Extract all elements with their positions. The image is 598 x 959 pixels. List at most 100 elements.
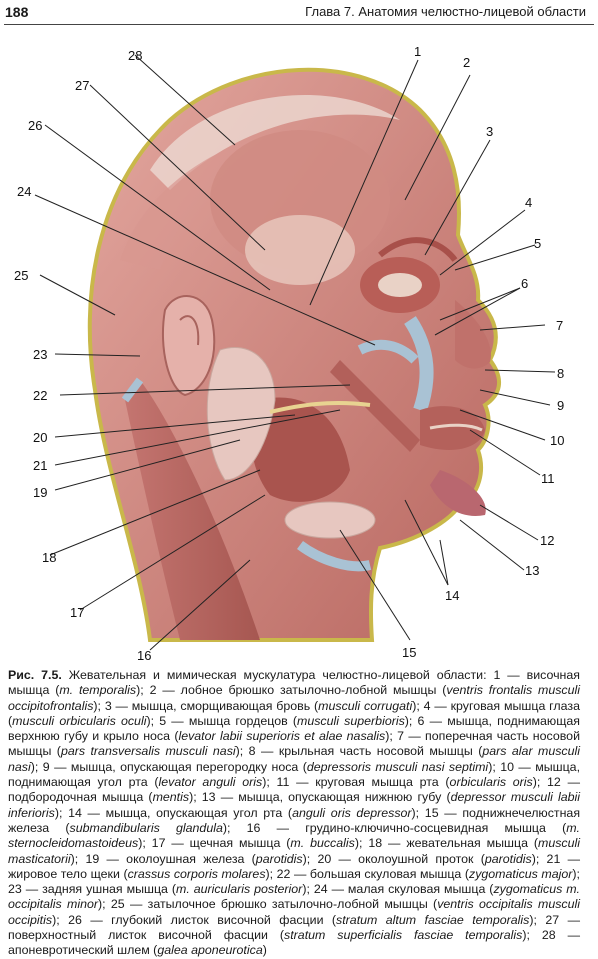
- caption-item: 22 — большая скуловая мышца (zygomaticus…: [276, 866, 580, 881]
- caption-item-ru: — мышца, поднимающая угол рта (: [8, 759, 581, 790]
- submandibular-gland: [284, 501, 376, 539]
- caption-item-latin: crassus corporis molares: [127, 866, 266, 881]
- caption-item-number: 12: [547, 775, 561, 790]
- caption-item: 8 — крыльная часть носовой мышцы (pars a…: [8, 744, 581, 774]
- caption-item-latin: levator anguli oris: [158, 775, 263, 790]
- caption-item-number: 18: [368, 836, 383, 851]
- caption-item-number: 8: [248, 744, 256, 759]
- label-13: 13: [525, 563, 539, 578]
- caption-item-latin: musculi orbicularis oculi: [12, 713, 147, 728]
- caption-item: 12 — подбородочная мышца (mentis);: [8, 775, 580, 805]
- caption-item-latin: zygomaticus m. occipitalis minor: [8, 882, 581, 912]
- caption-item-latin: m. auricularis posterior: [176, 882, 303, 897]
- caption-item-latin: m. sternocleidomastoideus: [8, 820, 580, 851]
- caption-item-number: 27: [545, 912, 560, 927]
- caption-item: 20 — околоушной проток (parotidis);: [317, 851, 547, 866]
- caption-item-latin: stratum superficialis fasciae temporalis: [284, 928, 523, 943]
- caption-item-ru: — подбородочная мышца (: [8, 775, 580, 805]
- label-24: 24: [17, 184, 31, 199]
- parotid-gland: [206, 346, 276, 481]
- caption-item: 17 — щечная мышца (m. buccalis);: [151, 836, 369, 851]
- caption-item: 7 — поперечная часть носовой мышцы (pars…: [8, 729, 580, 759]
- caption-item-number: 26: [68, 912, 82, 927]
- caption-item-number: 11: [276, 775, 290, 790]
- caption-item-number: 23: [8, 882, 22, 897]
- caption-item-latin: zygomaticus major: [469, 866, 573, 881]
- caption-item-ru: — большая скуловая мышца (: [290, 866, 469, 881]
- caption-item: 26 — глубокий листок височной фасции (st…: [68, 912, 546, 927]
- label-2: 2: [463, 55, 470, 70]
- masseter: [251, 397, 350, 502]
- caption-item-ru: — височная мышца (: [8, 668, 580, 698]
- figure-caption: Рис. 7.5. Жевательная и мимическая муску…: [8, 668, 580, 959]
- caption-item-latin: levator labii superioris et alae nasalis: [178, 729, 386, 744]
- caption-item: 13 — мышца, опускающая нижнюю губу (depr…: [8, 790, 581, 820]
- caption-item-latin: musculi superbioris: [297, 713, 405, 728]
- caption-item: 11 — круговая мышца рта (orbicularis ori…: [276, 775, 548, 790]
- caption-item-number: 14: [68, 805, 82, 820]
- caption-item: 2 — лобное брюшко затылочно-лобной мышцы…: [8, 683, 581, 713]
- caption-item: 24 — малая скуловая мышца (zygomaticus m…: [8, 882, 581, 912]
- label-27: 27: [75, 78, 89, 93]
- caption-item-latin: depressoris musculi nasi septimi: [306, 759, 489, 774]
- label-11: 11: [541, 471, 555, 486]
- caption-item-latin: orbicularis oris: [449, 775, 533, 790]
- label-20: 20: [33, 430, 47, 445]
- caption-item-latin: musculi masticatorii: [8, 836, 581, 866]
- caption-item-latin: anguli oris depressor: [292, 805, 412, 820]
- label-6: 6: [521, 276, 528, 291]
- caption-item: 28 — апоневротический шлем (galea aponeu…: [8, 928, 580, 958]
- page-number: 188: [5, 4, 29, 20]
- caption-item: 5 — мышца гордецов (musculi superbioris)…: [159, 713, 418, 728]
- caption-item-number: 19: [85, 851, 100, 866]
- caption-item-latin: depressor musculi labii inferioris: [8, 790, 581, 820]
- caption-item: 14 — мышца, опускающая угол рта (anguli …: [68, 805, 425, 820]
- label-28: 28: [128, 48, 142, 63]
- label-4: 4: [525, 195, 532, 210]
- caption-item-number: 2: [149, 683, 157, 698]
- caption-item: 25 — затылочное брюшко затылочно-лобной …: [8, 897, 580, 927]
- label-25: 25: [14, 268, 28, 283]
- label-9: 9: [557, 398, 564, 413]
- figure-number: Рис. 7.5.: [8, 668, 62, 682]
- caption-item: 1 — височная мышца (m. temporalis);: [8, 668, 580, 698]
- caption-item: 15 — поднижнечелюстная железа (submandib…: [8, 805, 581, 835]
- caption-item: 10 — мышца, поднимающая угол рта (levato…: [8, 759, 581, 790]
- caption-item-ru: — мышца, поднимающая верхнюю губу и крыл…: [8, 713, 580, 744]
- caption-item-number: 20: [317, 851, 332, 866]
- caption-item-latin: ventris occipitalis musculi occipitis: [8, 897, 580, 927]
- caption-item-ru: — поверхностный листок височной фасции (: [8, 912, 581, 943]
- caption-item-latin: m. temporalis: [59, 683, 137, 698]
- caption-item-number: 5: [159, 713, 167, 728]
- caption-item-ru: — малая скуловая мышца (: [327, 882, 494, 897]
- caption-item-ru: — затылочное брюшко затылочно-лобной мыш…: [124, 897, 438, 912]
- caption-item-ru: — грудино-ключично-сосцевидная мышца (: [260, 820, 567, 835]
- caption-item-number: 13: [201, 790, 216, 805]
- caption-item-number: 21: [546, 851, 561, 866]
- chapter-title: Глава 7. Анатомия челюстно-лицевой облас…: [305, 4, 586, 19]
- label-14: 14: [445, 588, 459, 603]
- zygomaticus-major: [330, 360, 420, 452]
- label-22: 22: [33, 388, 47, 403]
- label-1: 1: [414, 44, 421, 59]
- caption-item: 23 — задняя ушная мышца (m. auricularis …: [8, 882, 314, 897]
- label-3: 3: [486, 124, 493, 139]
- caption-item-ru: — круговая мышца глаза (: [8, 698, 580, 728]
- caption-item-ru: — мышца, опускающая угол рта (: [81, 805, 293, 820]
- caption-item: 4 — круговая мышца глаза (musculi orbicu…: [8, 698, 580, 728]
- head-muscles-illustration: 1 2 3 4 5 6 7 8 9 10 11 12 13 14 15 16 1…: [14, 44, 564, 663]
- caption-item-latin: pars transversalis musculi nasi: [60, 744, 236, 759]
- label-26: 26: [28, 118, 42, 133]
- levator-labii: [404, 316, 434, 413]
- caption-item-ru: — мышца, сморщивающая бровь (: [111, 698, 319, 713]
- caption-item-latin: pars alar musculi nasi: [8, 744, 581, 774]
- leader-lines: [34, 54, 556, 651]
- caption-item: 6 — мышца, поднимающая верхнюю губу и кр…: [8, 713, 580, 744]
- label-19: 19: [33, 485, 47, 500]
- caption-item-ru: — жевательная мышца (: [382, 836, 539, 851]
- caption-item-latin: stratum altum fasciae temporalis: [336, 912, 530, 927]
- caption-item-ru: — поперечная часть носовой мышцы (: [8, 729, 580, 759]
- label-8: 8: [557, 366, 564, 381]
- label-7: 7: [556, 318, 563, 333]
- caption-item-number: 16: [246, 820, 261, 835]
